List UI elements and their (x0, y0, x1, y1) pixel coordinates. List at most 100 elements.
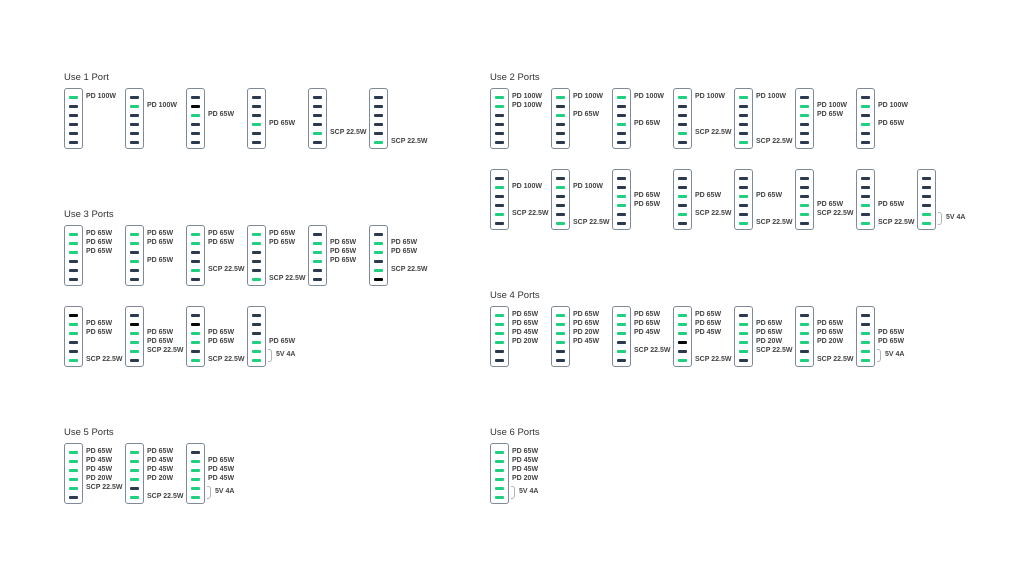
usb-port-active (130, 332, 139, 335)
port-output-label: SCP 22.5W (756, 346, 793, 354)
usb-port-highlighted (130, 323, 139, 326)
port-output-label: PD 65W (86, 247, 113, 255)
usb-port-active (617, 332, 626, 335)
usb-port-active (313, 132, 322, 135)
port-output-label: PD 65W (756, 319, 783, 327)
usb-port-active (861, 222, 870, 225)
port-output-label: PD 100W (573, 182, 603, 190)
charger-device (856, 306, 875, 367)
charger-device (186, 88, 205, 149)
port-output-label: PD 65W (695, 319, 722, 327)
usb-port-active (739, 332, 748, 335)
usb-port-active (130, 242, 139, 245)
usb-port-active (69, 233, 78, 236)
usb-port-inactive (922, 177, 931, 180)
port-output-label: PD 65W (634, 200, 661, 208)
charger-device (125, 443, 144, 504)
charger-device (795, 88, 814, 149)
port-output-label: PD 20W (817, 337, 844, 345)
usb-port-active (800, 323, 809, 326)
usb-port-active (69, 96, 78, 99)
port-output-label: PD 45W (512, 465, 539, 473)
port-output-label: PD 45W (86, 465, 113, 473)
port-output-label: SCP 22.5W (391, 137, 428, 145)
usb-port-active (69, 469, 78, 472)
usb-port-active (800, 341, 809, 344)
usb-port-inactive (130, 141, 139, 144)
charger-device (186, 306, 205, 367)
usb-port-inactive (861, 132, 870, 135)
usb-port-inactive (130, 251, 139, 254)
usb-port-inactive (252, 251, 261, 254)
usb-port-inactive (130, 96, 139, 99)
usb-port-inactive (678, 186, 687, 189)
usb-port-inactive (191, 141, 200, 144)
port-output-label: PD 45W (147, 456, 174, 464)
port-output-label: PD 65W (512, 310, 539, 318)
charger-device (673, 306, 692, 367)
port-output-label: PD 100W (86, 92, 116, 100)
port-output-label: PD 45W (512, 328, 539, 336)
port-output-label: PD 65W (147, 229, 174, 237)
usb-port-inactive (861, 114, 870, 117)
charger-device (490, 169, 509, 230)
port-output-label: PD 45W (573, 337, 600, 345)
usb-port-inactive (313, 114, 322, 117)
usb-port-inactive (800, 177, 809, 180)
usb-port-inactive (191, 251, 200, 254)
usb-port-inactive (495, 350, 504, 353)
usb-port-active (252, 233, 261, 236)
port-output-label: SCP 22.5W (147, 492, 184, 500)
usb-port-active (495, 469, 504, 472)
usb-port-inactive (861, 141, 870, 144)
usb-port-active (191, 114, 200, 117)
usb-port-active (495, 314, 504, 317)
usb-port-inactive (191, 451, 200, 454)
port-output-label: SCP 22.5W (695, 209, 732, 217)
usb-port-active (495, 341, 504, 344)
charger-device (917, 169, 936, 230)
usb-port-inactive (69, 260, 78, 263)
usb-port-active (495, 105, 504, 108)
usb-port-active (130, 469, 139, 472)
usb-port-inactive (130, 114, 139, 117)
port-output-label: PD 65W (208, 456, 235, 464)
port-output-label: PD 65W (878, 328, 905, 336)
usb-port-inactive (800, 141, 809, 144)
port-output-label: PD 65W (878, 200, 905, 208)
port-output-label: PD 65W (208, 110, 235, 118)
usb-port-inactive (69, 278, 78, 281)
usb-port-inactive (678, 123, 687, 126)
port-output-label: PD 45W (208, 474, 235, 482)
usb-port-inactive (739, 177, 748, 180)
usb-port-active (556, 96, 565, 99)
usb-port-inactive (69, 132, 78, 135)
usb-port-inactive (191, 123, 200, 126)
usb-port-active (313, 242, 322, 245)
usb-port-active (678, 332, 687, 335)
usb-port-active (556, 332, 565, 335)
section-title: Use 1 Port (64, 72, 109, 83)
usb-port-active (495, 487, 504, 490)
port-output-label: PD 65W (817, 200, 844, 208)
usb-port-inactive (556, 350, 565, 353)
usb-port-inactive (69, 105, 78, 108)
usb-port-active (69, 460, 78, 463)
usb-port-inactive (678, 350, 687, 353)
charger-device (64, 225, 83, 286)
port-output-label: PD 65W (269, 238, 296, 246)
usb-port-inactive (313, 233, 322, 236)
usb-port-inactive (678, 222, 687, 225)
usb-port-inactive (556, 213, 565, 216)
usb-port-inactive (739, 123, 748, 126)
usb-port-inactive (556, 141, 565, 144)
port-output-label: SCP 22.5W (269, 274, 306, 282)
usb-port-inactive (252, 141, 261, 144)
port-output-label: SCP 22.5W (330, 128, 367, 136)
usb-port-active (130, 105, 139, 108)
usb-port-active (130, 350, 139, 353)
usb-port-inactive (252, 323, 261, 326)
usb-port-inactive (556, 204, 565, 207)
usb-port-active (313, 251, 322, 254)
usb-port-highlighted (191, 105, 200, 108)
